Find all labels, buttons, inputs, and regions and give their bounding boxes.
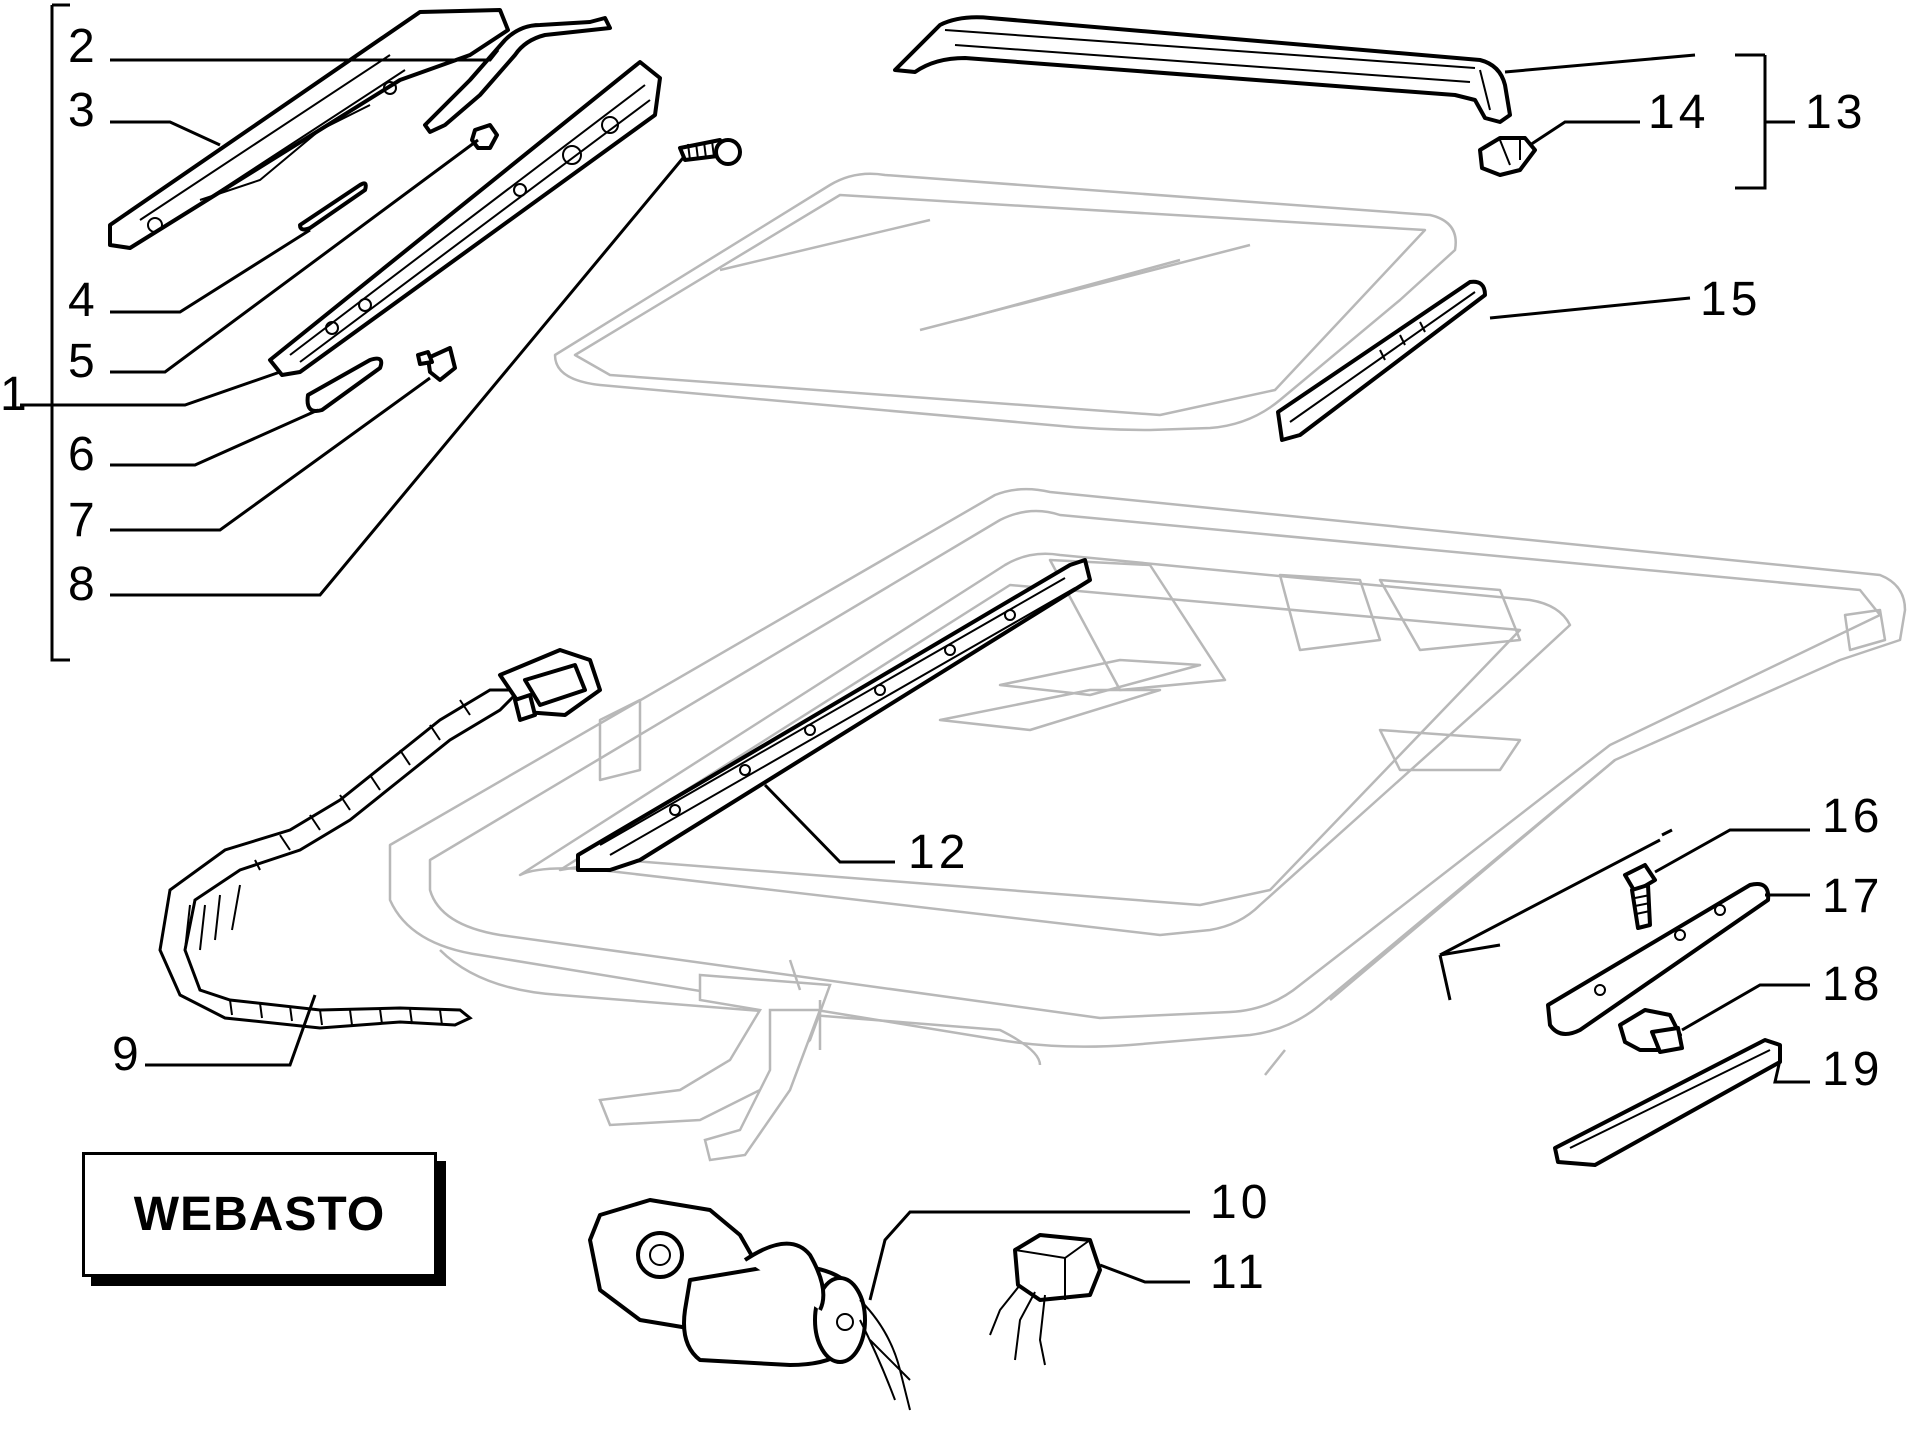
motor-part-10 [588, 1198, 911, 1411]
callout-3: 3 [68, 84, 99, 137]
callout-8: 8 [68, 558, 99, 611]
wire-link-part-2 [423, 16, 612, 134]
callout-7: 7 [68, 494, 99, 547]
callout-19: 19 [1822, 1043, 1883, 1096]
pad-part-6 [305, 356, 384, 413]
leader-2 [110, 49, 500, 62]
leader-18 [1681, 983, 1810, 1032]
callout-13: 13 [1805, 86, 1866, 139]
leader-3 [110, 120, 221, 147]
leader-14 [1529, 120, 1640, 147]
leader-13a [1504, 53, 1696, 74]
brand-label-box: WEBASTO [82, 1152, 437, 1277]
leader-16 [1654, 828, 1810, 874]
callout-12: 12 [908, 826, 969, 879]
clip-part-14 [1478, 136, 1537, 177]
callout-17: 17 [1822, 870, 1883, 923]
leader-9 [145, 994, 317, 1067]
callout-9: 9 [112, 1028, 143, 1081]
leader-5 [110, 138, 479, 374]
glass-panel-outline [553, 172, 1457, 432]
detail-callout-lines [1438, 828, 1673, 1001]
slider-pad-part-4 [298, 181, 368, 232]
leader-8 [110, 157, 685, 597]
leader-1 [20, 370, 281, 407]
nut-part-5 [470, 123, 499, 150]
callout-10: 10 [1210, 1176, 1271, 1229]
callout-11: 11 [1210, 1246, 1268, 1299]
bolt-part-16 [1623, 863, 1657, 930]
guide-rail-part-1 [268, 60, 662, 377]
leader-10 [868, 1210, 1190, 1301]
leader-4 [110, 228, 311, 314]
leader-12 [763, 783, 895, 864]
leader-7 [110, 376, 431, 532]
leader-15 [1489, 296, 1691, 320]
brand-label: WEBASTO [133, 1188, 386, 1241]
deflector-part-13 [893, 15, 1512, 124]
pin-part-7 [416, 346, 457, 382]
bracket-1 [50, 3, 70, 662]
drive-cable-part-9 [158, 648, 602, 1030]
leader-11 [1099, 1263, 1190, 1284]
roof-frame-outline [388, 487, 1907, 1162]
leader-6 [110, 408, 319, 467]
callout-1: 1 [0, 368, 31, 421]
callout-6: 6 [68, 428, 99, 481]
callout-numbers: 2 3 4 5 1 6 7 8 9 10 11 12 13 14 15 16 1… [0, 20, 1883, 1299]
callout-15: 15 [1700, 273, 1761, 326]
screw-part-8 [678, 138, 742, 166]
callout-18: 18 [1822, 958, 1883, 1011]
callout-2: 2 [68, 20, 99, 73]
block-part-18 [1618, 1008, 1684, 1054]
callout-14: 14 [1648, 86, 1709, 139]
seal-strip-part-15 [1276, 279, 1487, 442]
bracket-13 [1735, 53, 1795, 190]
callout-5: 5 [68, 335, 99, 388]
relay-part-11 [989, 1233, 1102, 1366]
lever-part-3 [108, 8, 510, 250]
guide-plate-part-19 [1553, 1038, 1782, 1167]
leader-lines [20, 3, 1810, 1301]
rail-part-12 [576, 558, 1092, 872]
callout-4: 4 [68, 274, 99, 327]
bracket-part-17 [1546, 882, 1771, 1036]
callout-16: 16 [1822, 790, 1883, 843]
leader-19 [1773, 1059, 1810, 1084]
